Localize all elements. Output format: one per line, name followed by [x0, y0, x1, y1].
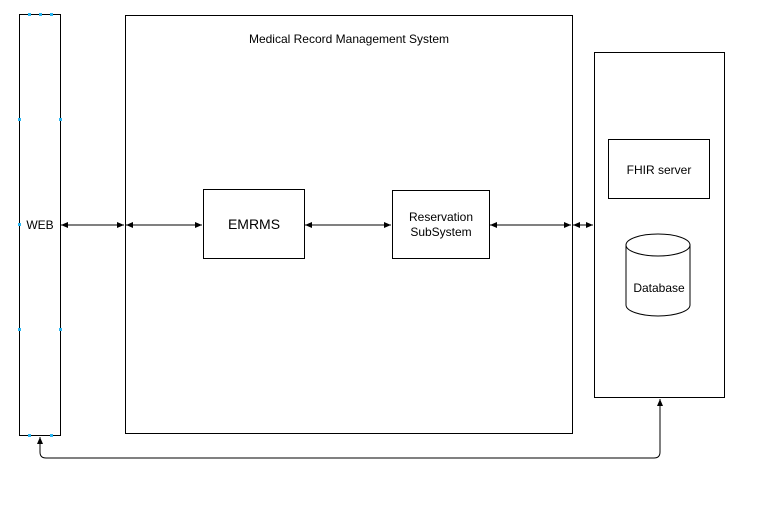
reservation-label-line1: Reservation: [408, 210, 474, 224]
web-label: WEB: [26, 218, 54, 232]
reservation-subsystem-box[interactable]: [392, 190, 490, 259]
selection-handle[interactable]: [50, 13, 53, 16]
system-container[interactable]: [125, 15, 573, 434]
selection-handle[interactable]: [18, 118, 21, 121]
backend-container[interactable]: [594, 52, 725, 398]
selection-handle[interactable]: [18, 223, 21, 226]
selection-handle[interactable]: [18, 328, 21, 331]
web-to-backend-bottom-connector[interactable]: [37, 399, 663, 459]
fhir-server-label: FHIR server: [626, 163, 692, 177]
selection-handle[interactable]: [28, 13, 31, 16]
selection-handle[interactable]: [59, 328, 62, 331]
emrms-box[interactable]: [203, 189, 305, 259]
selection-handle[interactable]: [59, 118, 62, 121]
selection-handle[interactable]: [50, 434, 53, 437]
system-title: Medical Record Management System: [248, 32, 450, 46]
reservation-label-line2: SubSystem: [410, 225, 472, 239]
emrms-label: EMRMS: [227, 216, 281, 232]
database-icon[interactable]: [624, 233, 694, 319]
fhir-server-box[interactable]: [608, 139, 710, 199]
selection-handle[interactable]: [28, 434, 31, 437]
database-label: Database: [633, 281, 685, 295]
selection-handle[interactable]: [39, 13, 42, 16]
